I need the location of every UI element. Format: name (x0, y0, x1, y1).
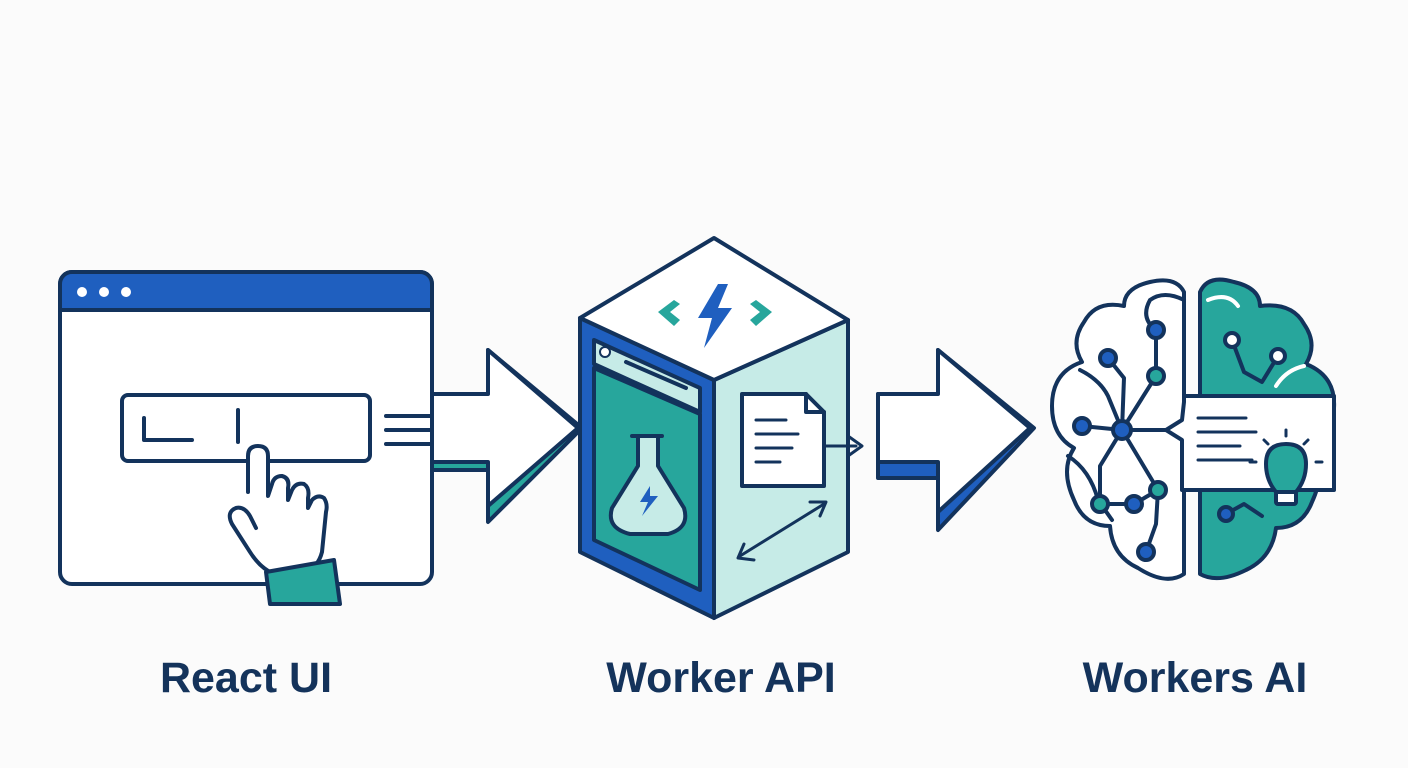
right-arrow-icon (876, 348, 1036, 532)
document-icon (740, 392, 864, 488)
right-arrow-icon (430, 348, 584, 524)
node-label-react-ui: React UI (159, 654, 333, 702)
worker-api-icon (578, 236, 864, 620)
text-input-icon (120, 393, 372, 463)
lightning-code-icon (658, 284, 772, 348)
double-arrow-icon (736, 500, 828, 562)
flask-icon (608, 434, 688, 536)
node-label-worker-api: Worker API (606, 654, 836, 702)
react-ui-icon (58, 270, 512, 606)
workers-ai-icon (1050, 277, 1337, 581)
chat-bubble-icon (1164, 394, 1336, 492)
pointing-hand-icon (227, 444, 342, 606)
lightbulb-icon (1248, 428, 1324, 506)
node-label-workers-ai: Workers AI (1082, 654, 1308, 702)
